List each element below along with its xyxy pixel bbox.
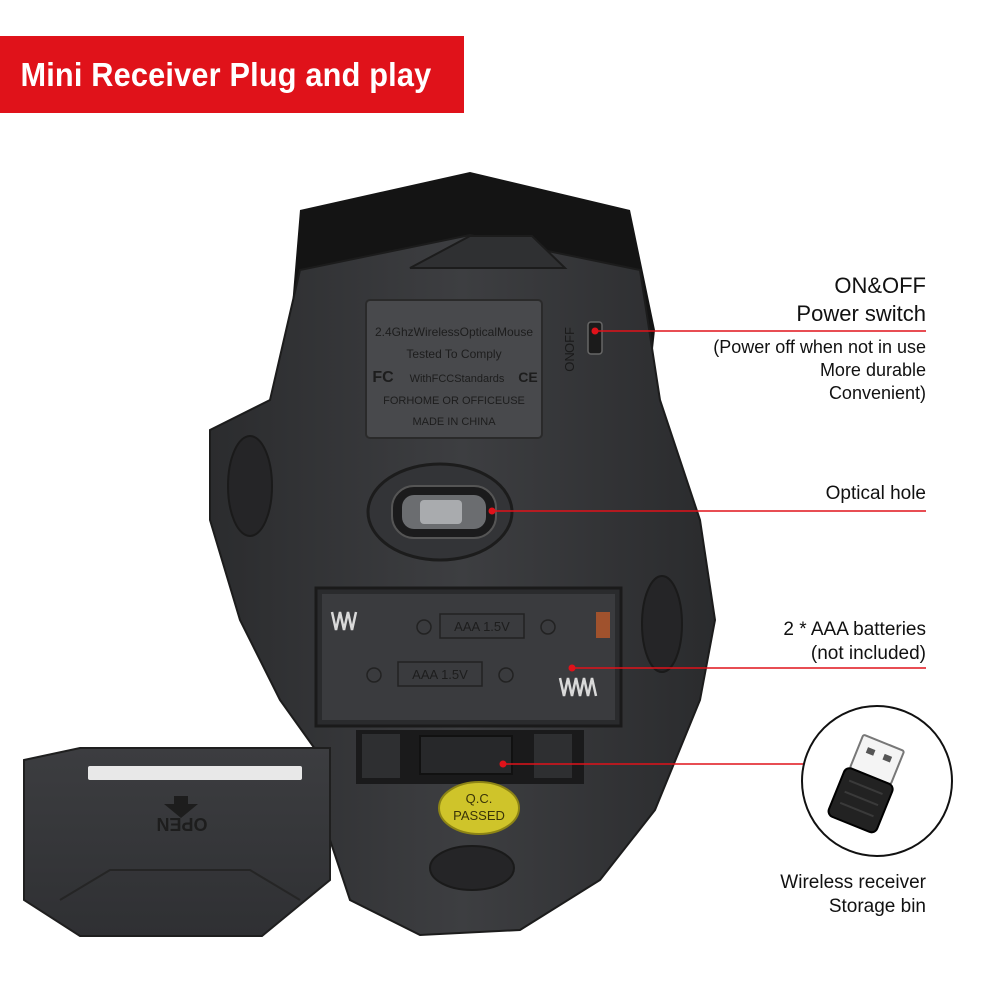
label-line-4: FORHOME OR OFFICEUSE	[383, 395, 525, 407]
cover-open-text: OPEN	[156, 814, 207, 834]
right-foot-pad	[641, 575, 683, 673]
battery-top-label: AAA 1.5V	[454, 619, 510, 634]
qc-line-2: PASSED	[453, 808, 505, 823]
receiver-callout: Wireless receiver Storage bin	[780, 871, 926, 920]
banner-title: Mini Receiver Plug and play	[20, 55, 432, 93]
switch-off-label: OFF	[562, 327, 577, 353]
power-switch-callout: ON&OFF Power switch (Power off when not …	[713, 272, 926, 405]
label-line-5: MADE IN CHINA	[412, 416, 496, 428]
battery-cover	[23, 747, 331, 937]
battery-bottom-label: AAA 1.5V	[412, 667, 468, 682]
label-fc-mark: FC	[372, 369, 394, 386]
batteries-line-2: (not included)	[810, 643, 926, 665]
title-banner: Mini Receiver Plug and play	[0, 36, 464, 113]
power-line-2: Power switch	[796, 301, 926, 327]
optical-hole-callout: Optical hole	[826, 482, 926, 506]
power-switch	[587, 321, 603, 355]
arrow-down-icon	[164, 796, 198, 818]
usb-receiver-icon	[801, 705, 953, 857]
cover-slot	[88, 766, 302, 780]
power-line-5: Convenient)	[828, 383, 926, 404]
top-ridge	[409, 235, 568, 269]
switch-on-label: ON	[562, 352, 577, 372]
label-line-1: 2.4GhzWirelessOpticalMouse	[375, 325, 533, 339]
mouse-body	[209, 233, 717, 937]
label-line-3: WithFCCStandards	[410, 373, 505, 385]
info-label-plate	[365, 299, 543, 439]
power-line-1: ON&OFF	[834, 273, 926, 298]
qc-line-1: Q.C.	[466, 791, 493, 806]
power-line-4: More durable	[819, 360, 926, 381]
left-foot-pad	[227, 435, 273, 537]
label-ce-mark: CE	[518, 369, 537, 385]
batteries-callout: 2 * AAA batteries (not included)	[783, 618, 926, 667]
receiver-line-2: Storage bin	[828, 896, 926, 918]
power-line-3: (Power off when not in use	[713, 337, 926, 358]
optical-line-1: Optical hole	[825, 483, 926, 504]
bottom-foot-pad	[429, 845, 515, 891]
batteries-line-1: 2 * AAA batteries	[783, 619, 926, 640]
qc-badge	[438, 781, 520, 835]
label-line-2: Tested To Comply	[406, 347, 501, 361]
receiver-line-1: Wireless receiver	[780, 872, 926, 893]
